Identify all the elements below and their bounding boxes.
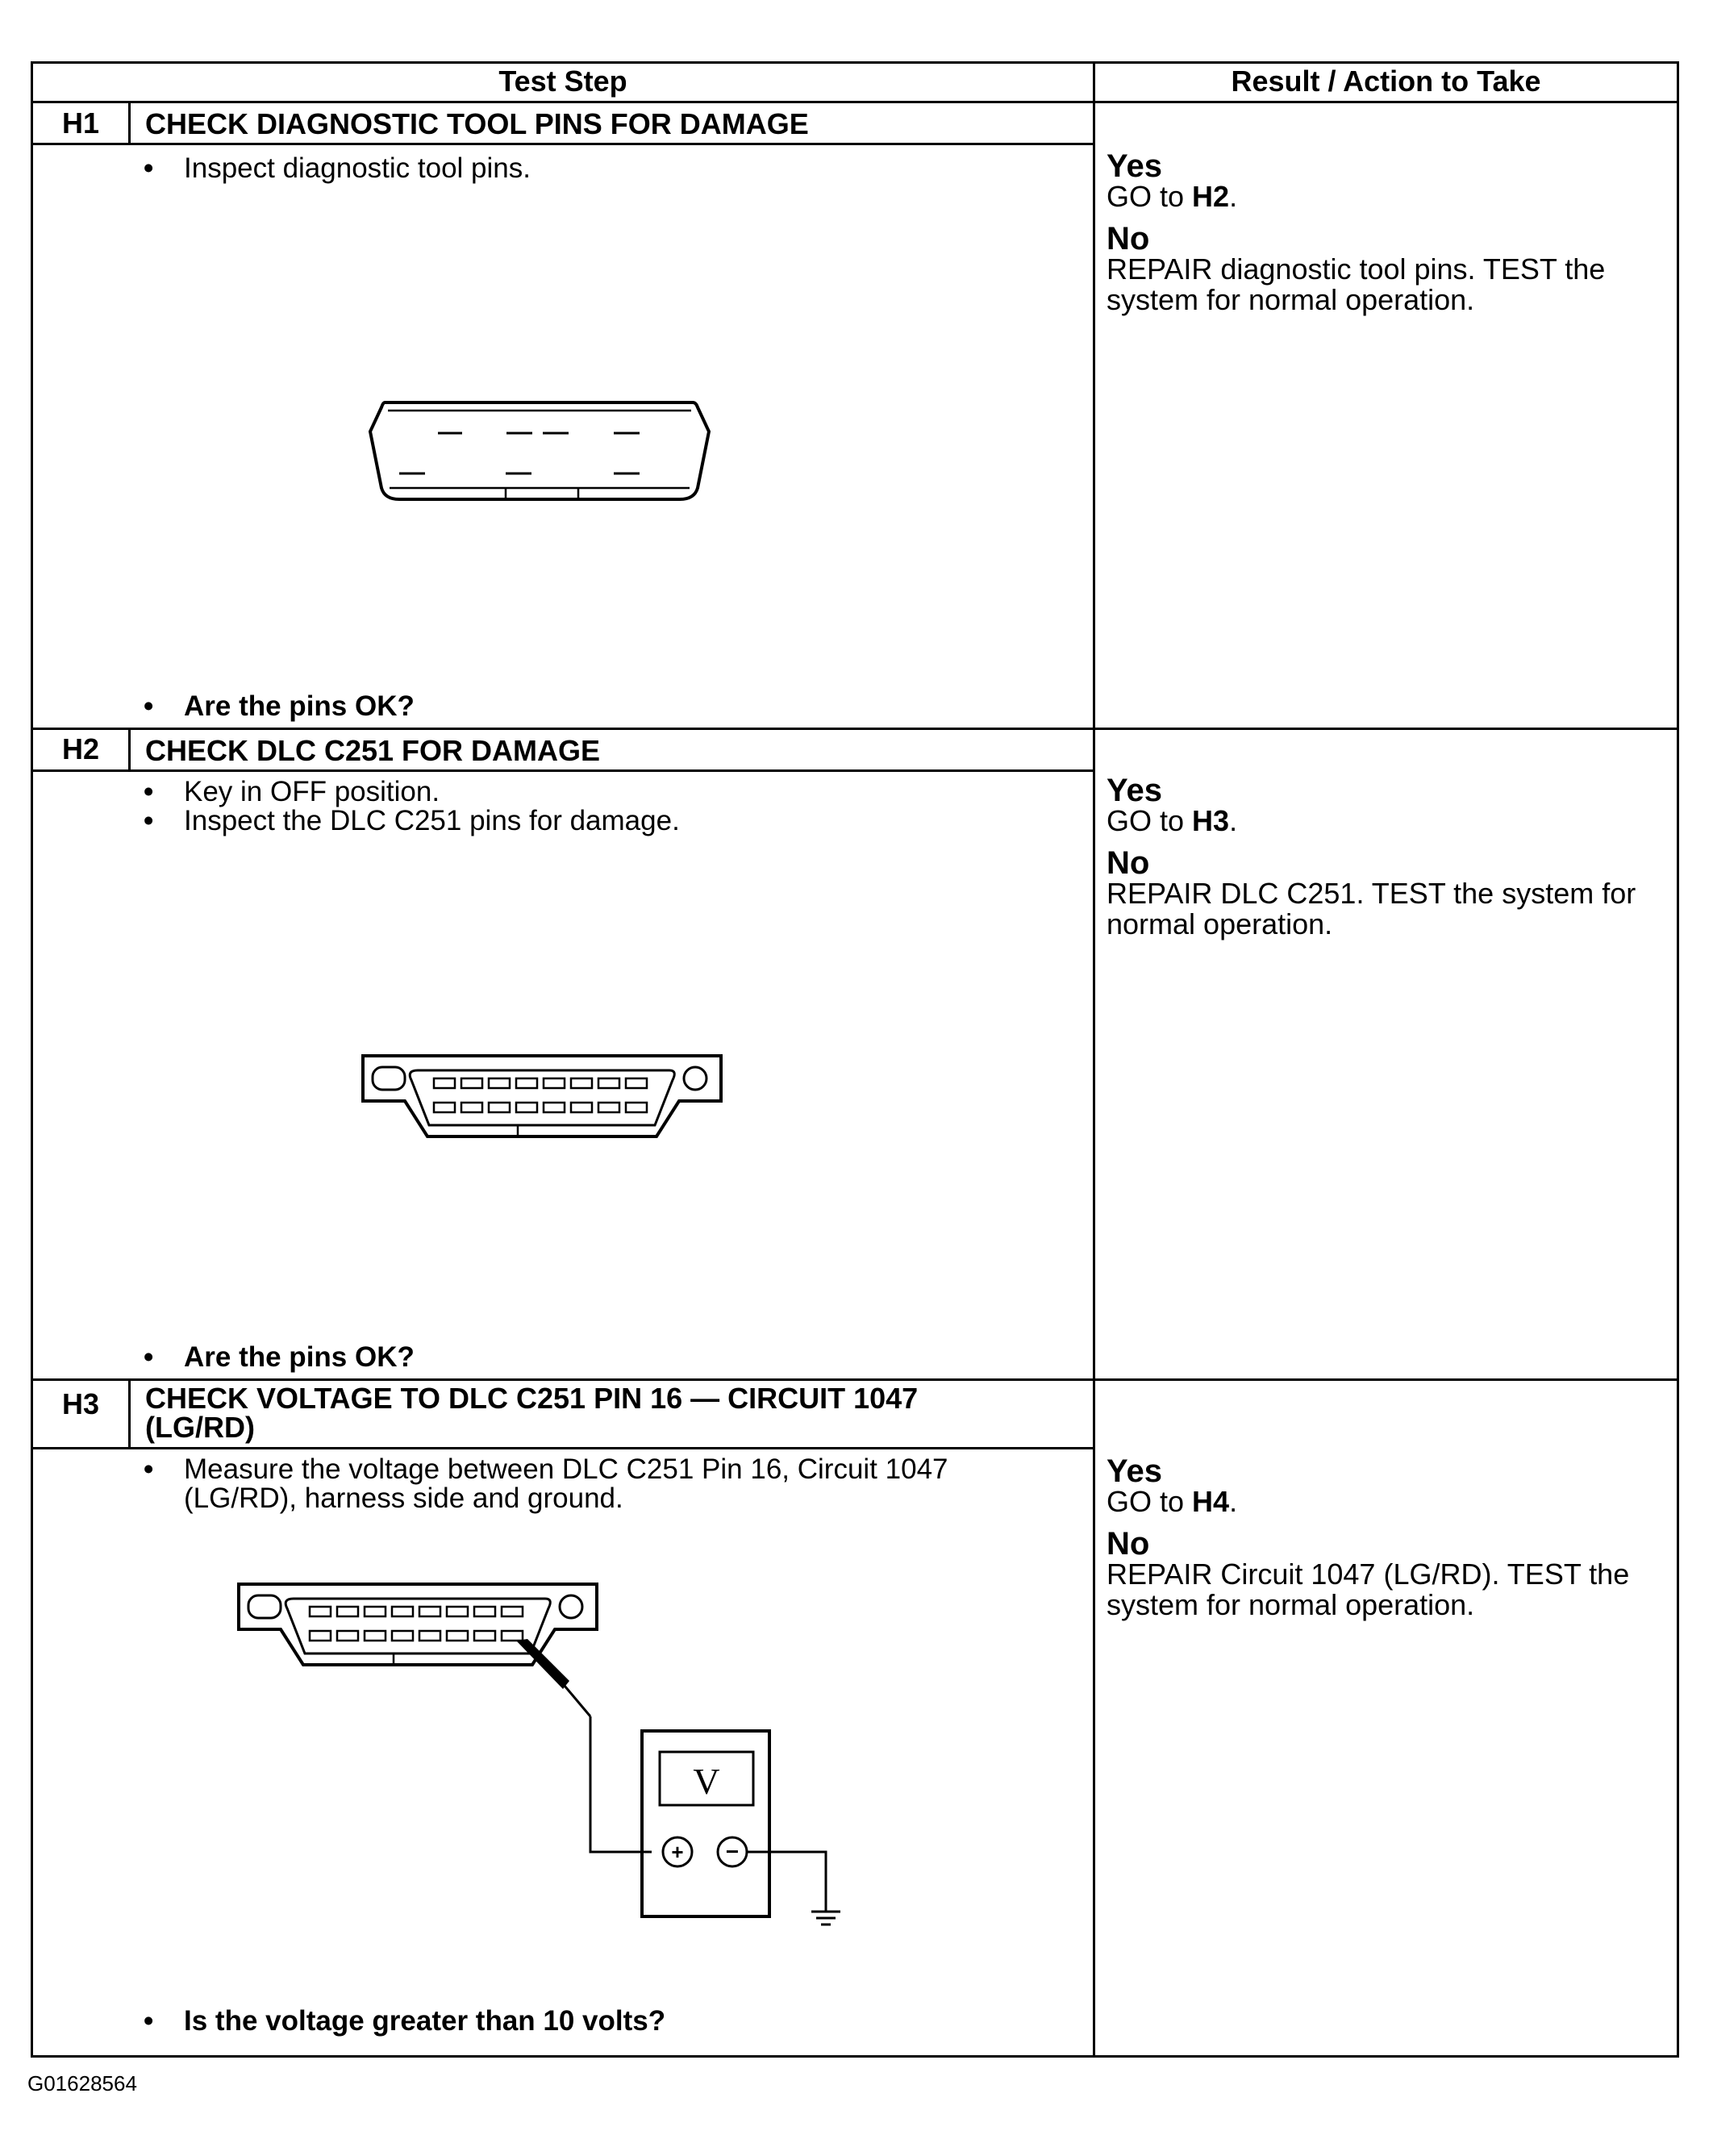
step-id-h3: H3: [61, 1387, 100, 1420]
no-action-h2: REPAIR DLC C251. TEST the system for nor…: [1107, 877, 1636, 940]
step-title-h1: CHECK DIAGNOSTIC TOOL PINS FOR DAMAGE: [145, 107, 809, 140]
title-bottom-rule: [31, 769, 1095, 772]
step-id-divider: [128, 729, 131, 770]
no-label-h3: No: [1107, 1526, 1150, 1562]
title-bottom-rule: [31, 143, 1095, 145]
figure-id: G01628564: [27, 2071, 137, 2096]
title-bottom-rule: [31, 1447, 1095, 1449]
row-rule-h2: [31, 1378, 1679, 1381]
yes-label-h3: Yes: [1107, 1453, 1162, 1489]
meter-display-label: V: [693, 1761, 720, 1802]
header-result-action: Result / Action to Take: [1231, 65, 1541, 98]
yes-label-h1: Yes: [1107, 148, 1162, 184]
step-title-h3: CHECK VOLTAGE TO DLC C251 PIN 16 — CIRCU…: [145, 1382, 919, 1444]
yes-label-h2: Yes: [1107, 773, 1162, 808]
test-table: [31, 61, 1679, 2058]
no-action-h3: REPAIR Circuit 1047 (LG/RD). TEST the sy…: [1107, 1558, 1630, 1621]
no-action-h1: REPAIR diagnostic tool pins. TEST the sy…: [1107, 252, 1606, 316]
dlc-c251-connector-illustration: [361, 1054, 723, 1138]
step-id-divider: [128, 1380, 131, 1448]
step-id-h2: H2: [61, 732, 100, 765]
yes-action-h1: GO to H2.: [1107, 180, 1238, 213]
yes-action-h2: GO to H3.: [1107, 804, 1238, 837]
step-id-divider: [128, 103, 131, 144]
header-test-step: Test Step: [498, 65, 627, 98]
no-label-h1: No: [1107, 221, 1150, 256]
no-label-h2: No: [1107, 845, 1150, 881]
step-id-h1: H1: [61, 106, 100, 140]
row-rule-h1: [31, 728, 1679, 730]
step-title-h2: CHECK DLC C251 FOR DAMAGE: [145, 734, 601, 767]
meter-minus-terminal-label: −: [725, 1839, 740, 1864]
yes-action-h3: GO to H4.: [1107, 1485, 1238, 1518]
diagnostic-tool-connector-illustration: [368, 401, 711, 501]
voltage-measurement-illustration: [237, 1583, 840, 1926]
header-bottom-rule: [31, 101, 1679, 103]
column-divider: [1093, 61, 1095, 2058]
meter-plus-terminal-label: +: [671, 1840, 684, 1864]
